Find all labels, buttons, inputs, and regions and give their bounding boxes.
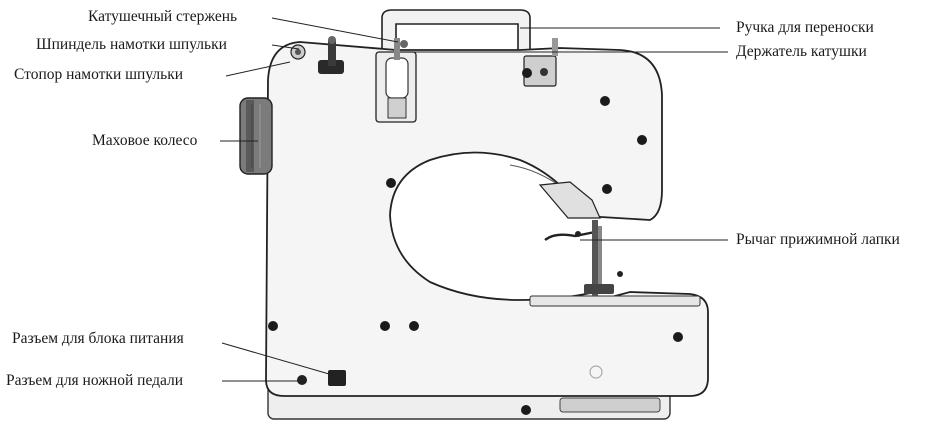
label-presser-foot-lever: Рычаг прижимной лапки bbox=[736, 231, 900, 248]
label-foot-pedal-jack: Разъем для ножной педали bbox=[6, 372, 184, 389]
label-power-adapter-jack: Разъем для блока питания bbox=[12, 330, 184, 347]
needle-head bbox=[538, 181, 601, 219]
label-bobbin-winder-spindle: Шпиндель намотки шпульки bbox=[36, 36, 227, 53]
label-spool-pin: Катушечный стержень bbox=[88, 8, 238, 25]
label-handwheel: Маховое колесо bbox=[92, 132, 198, 149]
machine-body bbox=[265, 41, 709, 397]
pedal-jack-shape bbox=[297, 375, 307, 385]
presser-foot-assembly bbox=[544, 220, 623, 296]
spool-assembly bbox=[375, 38, 417, 123]
handwheel-shape bbox=[239, 97, 273, 175]
power-jack-shape bbox=[328, 370, 346, 386]
label-bobbin-winder-stopper: Стопор намотки шпульки bbox=[14, 66, 184, 83]
label-carry-handle: Ручка для переноски bbox=[736, 19, 874, 36]
thread-holder-bracket bbox=[523, 38, 558, 87]
label-thread-holder: Держатель катушки bbox=[736, 43, 867, 60]
body-screws bbox=[268, 68, 683, 415]
leader-lines bbox=[220, 17, 728, 382]
body-indicator bbox=[589, 365, 603, 379]
sewing-bed bbox=[529, 295, 701, 307]
base-front-strip bbox=[559, 397, 661, 413]
